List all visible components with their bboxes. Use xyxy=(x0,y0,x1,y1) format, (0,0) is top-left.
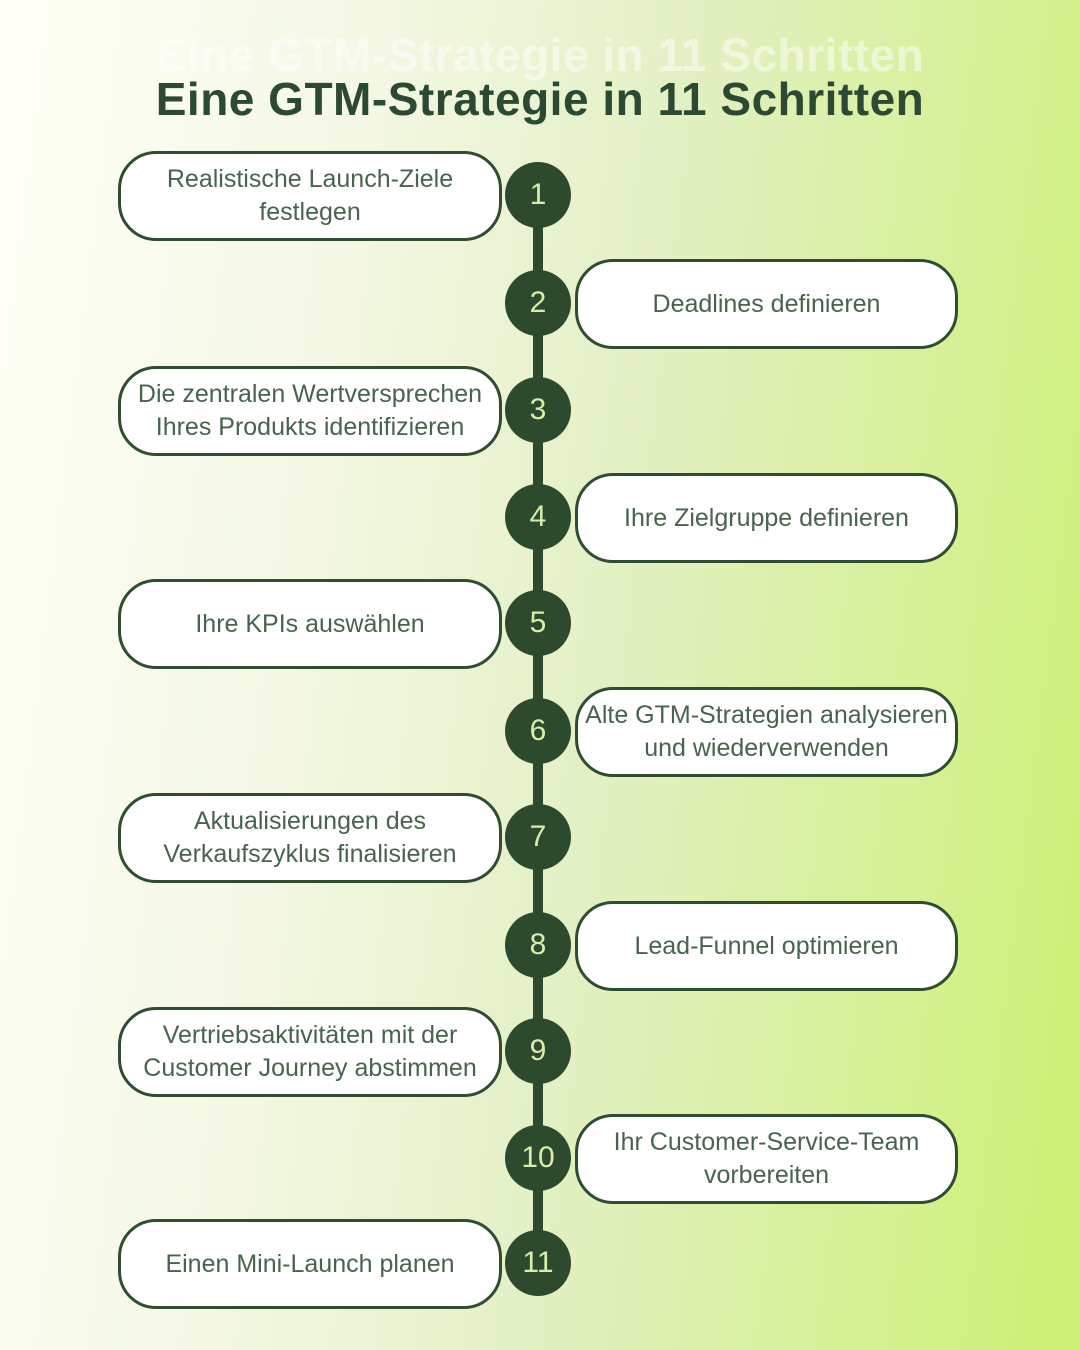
step-box-10: Ihr Customer-Service-Team vorbereiten xyxy=(575,1114,958,1204)
step-circle-5: 5 xyxy=(505,590,571,656)
step-label: Vertriebsaktivitäten mit der Customer Jo… xyxy=(143,1021,477,1082)
step-label: Alte GTM-Strategien analysieren und wied… xyxy=(585,701,948,762)
step-number: 4 xyxy=(529,500,547,533)
step-box-1: Realistische Launch-Ziele festlegen xyxy=(118,151,502,241)
step-box-4: Ihre Zielgruppe definieren xyxy=(575,473,958,563)
step-label: Aktualisierungen des Verkaufszyklus fina… xyxy=(163,807,457,868)
step-circle-3: 3 xyxy=(505,377,571,443)
step-label: Realistische Launch-Ziele festlegen xyxy=(166,165,454,226)
step-number: 7 xyxy=(529,820,547,853)
step-number: 5 xyxy=(529,606,547,639)
step-label: Lead-Funnel optimieren xyxy=(634,931,899,960)
step-box-11: Einen Mini-Launch planen xyxy=(118,1219,502,1309)
step-label: Die zentralen Wertversprechen Ihres Prod… xyxy=(137,380,483,441)
step-circle-11: 11 xyxy=(505,1230,571,1296)
step-box-6: Alte GTM-Strategien analysieren und wied… xyxy=(575,687,958,777)
step-circle-2: 2 xyxy=(505,270,571,336)
step-number: 6 xyxy=(529,714,547,747)
step-number: 10 xyxy=(521,1141,555,1174)
step-box-5: Ihre KPIs auswählen xyxy=(118,579,502,669)
step-box-2: Deadlines definieren xyxy=(575,259,958,349)
step-circle-6: 6 xyxy=(505,698,571,764)
step-circle-8: 8 xyxy=(505,912,571,978)
step-box-7: Aktualisierungen des Verkaufszyklus fina… xyxy=(118,793,502,883)
step-box-9: Vertriebsaktivitäten mit der Customer Jo… xyxy=(118,1007,502,1097)
step-number: 11 xyxy=(522,1246,554,1279)
step-box-8: Lead-Funnel optimieren xyxy=(575,901,958,991)
step-label: Ihre KPIs auswählen xyxy=(195,609,425,638)
step-circle-1: 1 xyxy=(505,162,571,228)
step-number: 1 xyxy=(529,178,547,211)
step-label: Ihre Zielgruppe definieren xyxy=(624,503,909,532)
step-circle-7: 7 xyxy=(505,804,571,870)
step-circle-9: 9 xyxy=(505,1018,571,1084)
step-circle-4: 4 xyxy=(505,484,571,550)
page-title: Eine GTM-Strategie in 11 Schritten xyxy=(155,73,925,125)
step-number: 8 xyxy=(529,928,547,961)
step-label: Einen Mini-Launch planen xyxy=(165,1249,455,1278)
step-number: 2 xyxy=(529,286,547,319)
step-number: 3 xyxy=(529,393,547,426)
step-label: Deadlines definieren xyxy=(652,289,881,318)
step-number: 9 xyxy=(529,1034,547,1067)
ghost-title: Eine GTM-Strategie in 11 Schritten xyxy=(155,29,925,81)
step-label: Ihr Customer-Service-Team vorbereiten xyxy=(613,1128,920,1189)
step-circle-10: 10 xyxy=(505,1125,571,1191)
step-box-3: Die zentralen Wertversprechen Ihres Prod… xyxy=(118,366,502,456)
